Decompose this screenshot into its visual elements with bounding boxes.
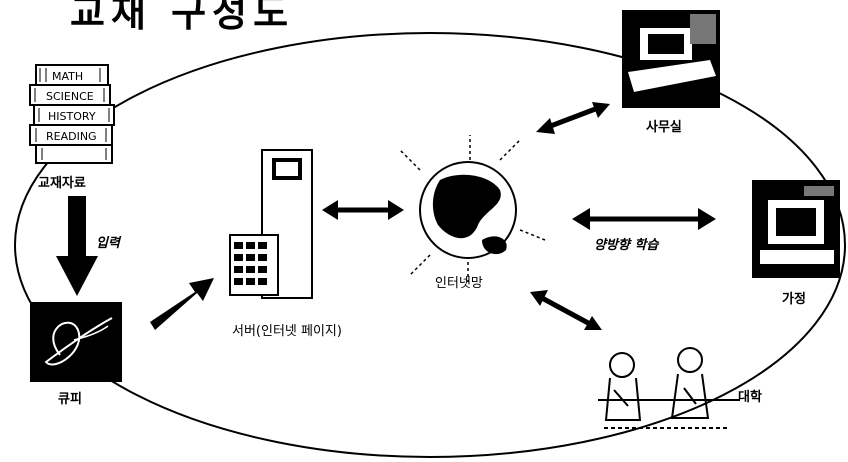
- network-ellipse: [14, 32, 846, 458]
- cupid-logo-icon: [30, 302, 122, 382]
- home-label: 가정: [782, 292, 806, 307]
- cupid-to-server-arrow: [150, 278, 214, 330]
- input-edge-label: 입력: [96, 236, 120, 251]
- input-arrow: [56, 196, 98, 296]
- office-label: 사무실: [646, 120, 682, 135]
- students-icon: [598, 347, 740, 429]
- materials-label: 교재자료: [38, 176, 86, 191]
- diagram-title: 교재 구성도: [70, 0, 295, 35]
- internet-university-arrow: [530, 290, 602, 330]
- home-photo-icon: [752, 180, 840, 278]
- bidirectional-edge-label: 양방향 학습: [594, 238, 659, 253]
- globe-icon: [399, 135, 546, 282]
- cupid-label: 큐피: [58, 392, 82, 407]
- university-label: 대학: [738, 390, 762, 405]
- book-science-label: SCIENCE: [46, 90, 94, 103]
- book-history-label: HISTORY: [48, 110, 96, 123]
- book-reading-label: READING: [46, 130, 97, 143]
- internet-office-arrow: [536, 102, 610, 134]
- server-icon: [229, 149, 313, 299]
- internet-home-arrow: [572, 208, 716, 230]
- office-photo-icon: [622, 10, 720, 108]
- server-label: 서버(인터넷 페이지): [232, 324, 342, 339]
- books-stack-icon: [29, 64, 115, 164]
- book-math-label: MATH: [52, 70, 83, 83]
- internet-label: 인터넷망: [435, 276, 483, 291]
- server-internet-arrow: [322, 200, 404, 220]
